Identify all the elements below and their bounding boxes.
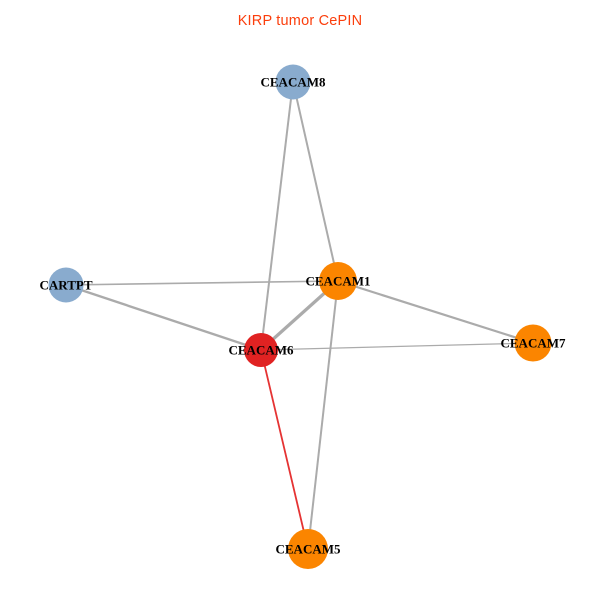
node-CEACAM5 [288, 529, 328, 569]
edge-CEACAM6-CEACAM7 [260, 342, 534, 351]
node-CEACAM6 [244, 333, 278, 367]
node-label-CARTPT: CARTPT [40, 278, 93, 293]
node-label-CEACAM6: CEACAM6 [229, 343, 294, 358]
plot-title: KIRP tumor CePIN [237, 13, 363, 29]
node-label-CEACAM5: CEACAM5 [276, 542, 341, 557]
node-CEACAM8 [275, 64, 311, 100]
edge-CARTPT-CEACAM1 [65, 280, 339, 286]
edge-CEACAM6-CEACAM5 [260, 349, 309, 550]
node-CEACAM7 [514, 324, 552, 362]
node-label-CEACAM7: CEACAM7 [501, 336, 566, 351]
node-CARTPT [48, 267, 84, 303]
edge-CARTPT-CEACAM6 [65, 283, 262, 352]
node-label-CEACAM1: CEACAM1 [306, 274, 371, 289]
node-label-CEACAM8: CEACAM8 [261, 75, 326, 90]
node-CEACAM1 [319, 262, 357, 300]
edge-CEACAM1-CEACAM7 [337, 279, 534, 345]
edge-CEACAM1-CEACAM5 [307, 280, 339, 550]
edge-CEACAM8-CEACAM6 [260, 81, 294, 351]
edge-CEACAM8-CEACAM1 [292, 81, 339, 282]
